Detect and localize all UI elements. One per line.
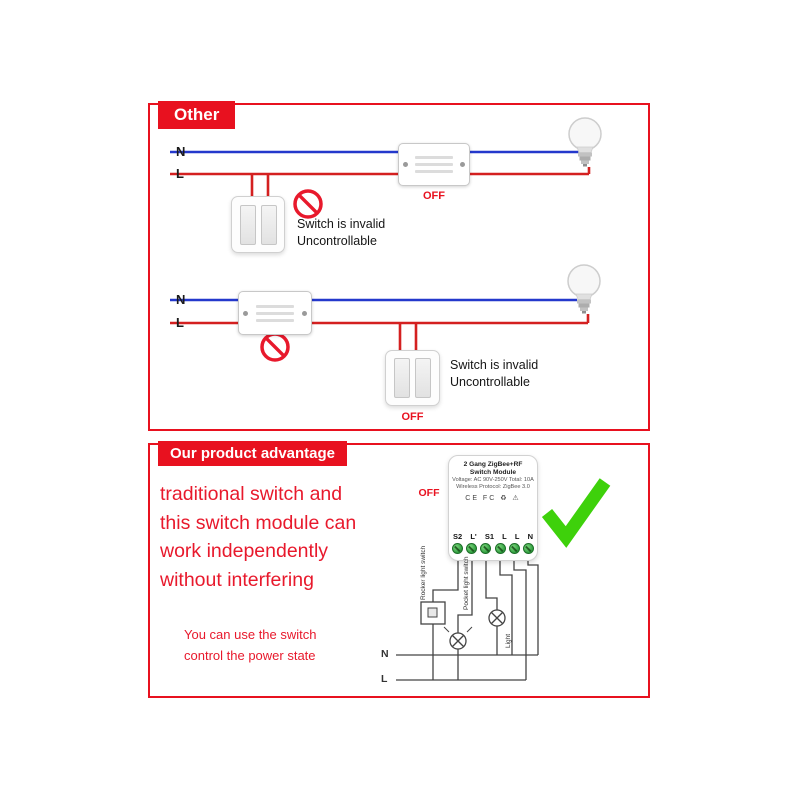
headline-line: without interfering xyxy=(160,568,314,591)
terminal-label: N xyxy=(527,532,533,541)
invalid-note: Switch is invalid Uncontrollable xyxy=(297,216,385,250)
screw-icon xyxy=(522,543,534,554)
advantage-headline: traditional switch and this switch modul… xyxy=(160,480,356,594)
module-title: 2 Gang ZigBee+RF Switch Module xyxy=(463,461,523,476)
other-panel-title: Other xyxy=(158,101,236,129)
invalid-note-line1: Switch is invalid xyxy=(297,217,386,231)
subtext-line: control the power state xyxy=(184,648,316,663)
wall-switch xyxy=(231,196,285,253)
advantage-subtext: You can use the switch control the power… xyxy=(184,624,317,666)
live-wire-label: L xyxy=(381,673,388,685)
rocker-button xyxy=(394,358,410,398)
wall-switch xyxy=(385,350,440,406)
terminal-labels: S2 L' S1 L L N xyxy=(453,532,533,541)
advantage-panel xyxy=(148,443,650,698)
terminal-label: L' xyxy=(470,532,477,541)
rocker-button xyxy=(260,204,277,245)
rocker-switch-label: Rocker light switch xyxy=(420,545,427,600)
screw-icon xyxy=(466,543,478,554)
module-off-status: OFF xyxy=(423,190,445,202)
invalid-note: Switch is invalid Uncontrollable xyxy=(450,357,538,391)
terminal-label: S1 xyxy=(484,532,494,541)
live-wire-label: L xyxy=(176,166,184,181)
rocker-button xyxy=(415,358,431,398)
screw-icon xyxy=(508,543,520,554)
invalid-note-line2: Uncontrollable xyxy=(297,234,377,248)
module-print-decoration xyxy=(415,152,453,177)
neutral-wire-label: N xyxy=(176,144,186,159)
headline-line: work independently xyxy=(160,540,329,562)
smart-breaker-module xyxy=(398,143,470,186)
terminal-dot-icon xyxy=(460,162,465,167)
terminal-dot-icon xyxy=(243,310,248,316)
subtext-line: You can use the switch xyxy=(184,627,317,642)
module-spec-protocol: Wireless Protocol: ZigBee 3.0 xyxy=(456,484,530,490)
pocket-switch-label: Pocket light switch xyxy=(463,556,470,610)
neutral-wire-label: N xyxy=(381,648,389,660)
other-panel xyxy=(148,103,650,431)
terminal-label: S2 xyxy=(453,532,463,541)
headline-line: traditional switch and xyxy=(160,483,343,505)
smart-breaker-module xyxy=(238,291,312,335)
switch-off-status: OFF xyxy=(401,411,424,423)
screw-icon xyxy=(452,543,463,554)
advantage-panel-title: Our product advantage xyxy=(158,441,348,466)
terminal-dot-icon xyxy=(302,310,307,316)
terminal-label: L xyxy=(502,532,507,541)
light-label: Light xyxy=(505,633,512,648)
invalid-note-line1: Switch is invalid xyxy=(450,358,539,372)
invalid-note-line2: Uncontrollable xyxy=(450,375,530,389)
terminal-dot-icon xyxy=(403,162,408,167)
terminal-label: L xyxy=(514,532,520,541)
screw-icon xyxy=(480,543,492,554)
module-off-status: OFF xyxy=(418,487,440,499)
rocker-button xyxy=(239,204,256,245)
neutral-wire-label: N xyxy=(176,292,186,307)
switch-module-card: 2 Gang ZigBee+RF Switch Module Voltage: … xyxy=(448,455,538,561)
certification-icons: CE FC ♻ ⚠ xyxy=(465,495,521,502)
screw-icon xyxy=(494,543,506,554)
headline-line: this switch module can xyxy=(160,511,357,534)
live-wire-label: L xyxy=(176,315,184,330)
module-print-decoration xyxy=(256,301,294,326)
module-spec-voltage: Voltage: AC 90V-250V Total: 10A xyxy=(452,477,534,483)
terminal-screws xyxy=(452,543,534,554)
